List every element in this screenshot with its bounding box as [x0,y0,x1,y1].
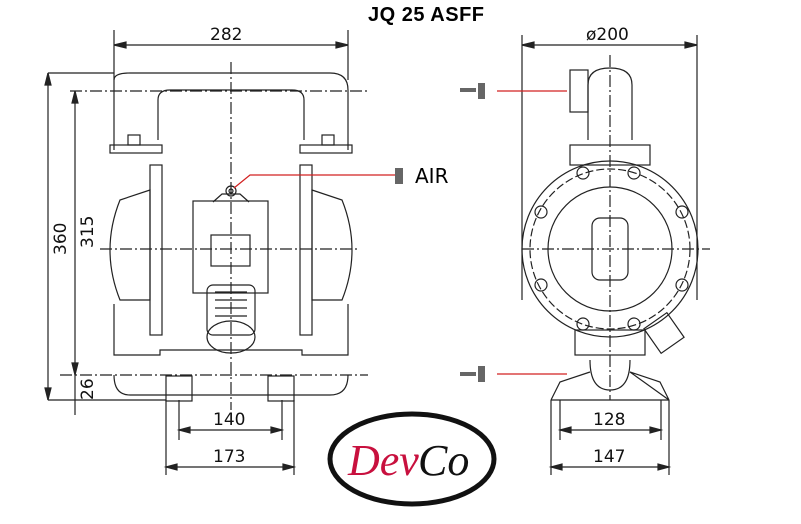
port-icons [395,83,485,382]
logo-co: Co [418,436,469,485]
foot-outer-dimension: 173 [213,447,245,467]
height-outlet-dimension: 315 [78,216,98,248]
front-view [44,30,370,475]
drawing-title: JQ 25 ASFF [368,4,485,26]
devco-logo: Dev Co [327,411,497,507]
side-foot-outer-dimension: 147 [593,447,625,467]
height-total-dimension: 360 [51,223,71,255]
height-inlet-dimension: 26 [78,378,98,400]
foot-inner-dimension: 140 [213,410,245,430]
diameter-dimension: ø200 [586,25,629,45]
side-foot-inner-dimension: 128 [593,410,625,430]
width-dimension: 282 [210,25,242,45]
logo-dev: Dev [347,436,419,485]
side-view [521,35,710,475]
air-inlet-label: AIR [415,164,449,188]
